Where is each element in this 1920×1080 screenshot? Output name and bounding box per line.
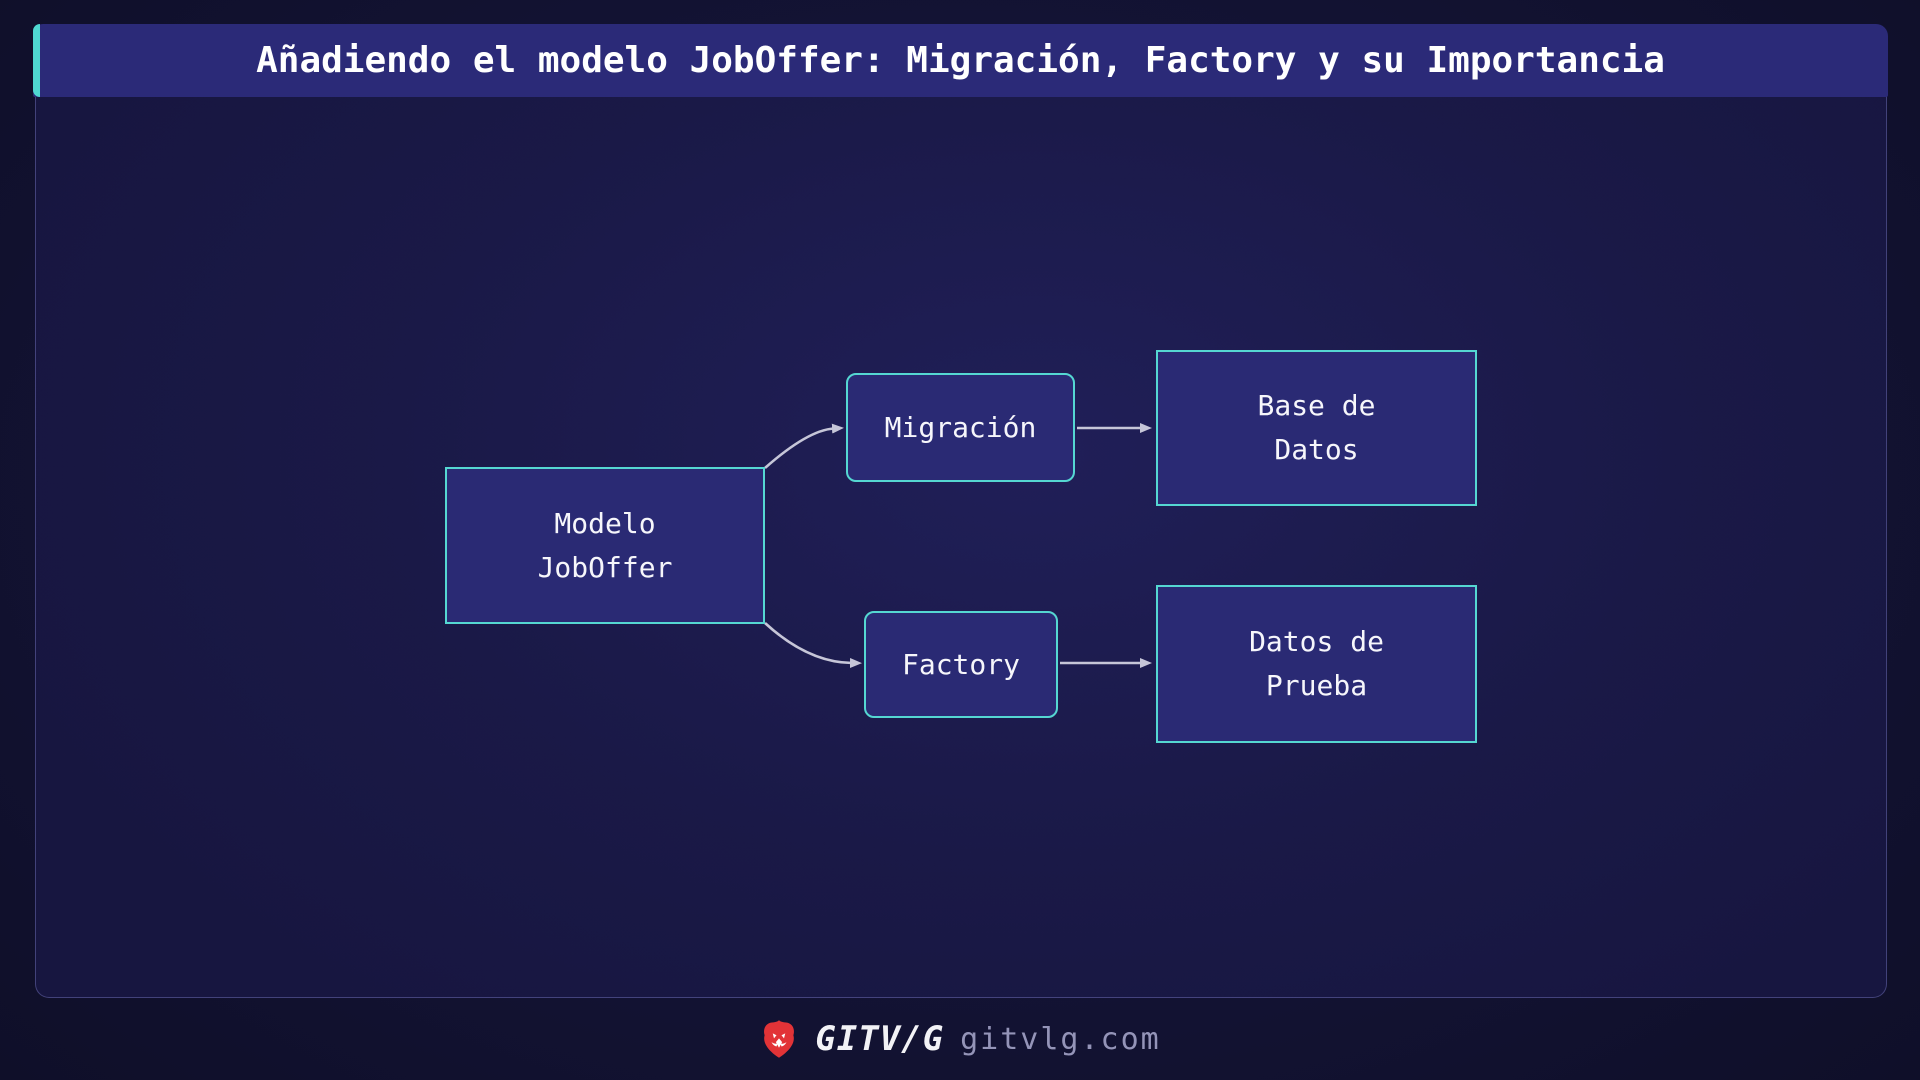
node-base-de-datos: Base de Datos: [1156, 350, 1477, 506]
node-label-line: Datos: [1274, 433, 1359, 466]
title-bar: Añadiendo el modelo JobOffer: Migración,…: [33, 24, 1888, 97]
node-datos-de-prueba: Datos de Prueba: [1156, 585, 1477, 743]
node-label-line: Migración: [884, 410, 1037, 444]
node-label-line: Modelo: [554, 506, 656, 540]
node-label-line: Factory: [901, 647, 1020, 681]
content-panel: [35, 24, 1887, 998]
node-label-line: JobOffer: [537, 550, 673, 584]
node-migracion: Migración: [846, 373, 1075, 482]
title-accent-bar: [33, 24, 40, 97]
node-factory: Factory: [864, 611, 1058, 718]
node-label-line: Datos de: [1249, 625, 1384, 658]
footer: GITV/G gitvlg.com: [0, 998, 1920, 1080]
page-title: Añadiendo el modelo JobOffer: Migración,…: [256, 40, 1665, 81]
node-modelo-joboffer: Modelo JobOffer: [445, 467, 765, 624]
brand-website: gitvlg.com: [960, 1021, 1161, 1057]
node-label-line: Prueba: [1265, 669, 1368, 702]
node-label-line: Base de: [1257, 389, 1376, 422]
brand-name: GITV/G: [815, 1019, 945, 1059]
lion-logo-icon: [764, 1020, 795, 1058]
